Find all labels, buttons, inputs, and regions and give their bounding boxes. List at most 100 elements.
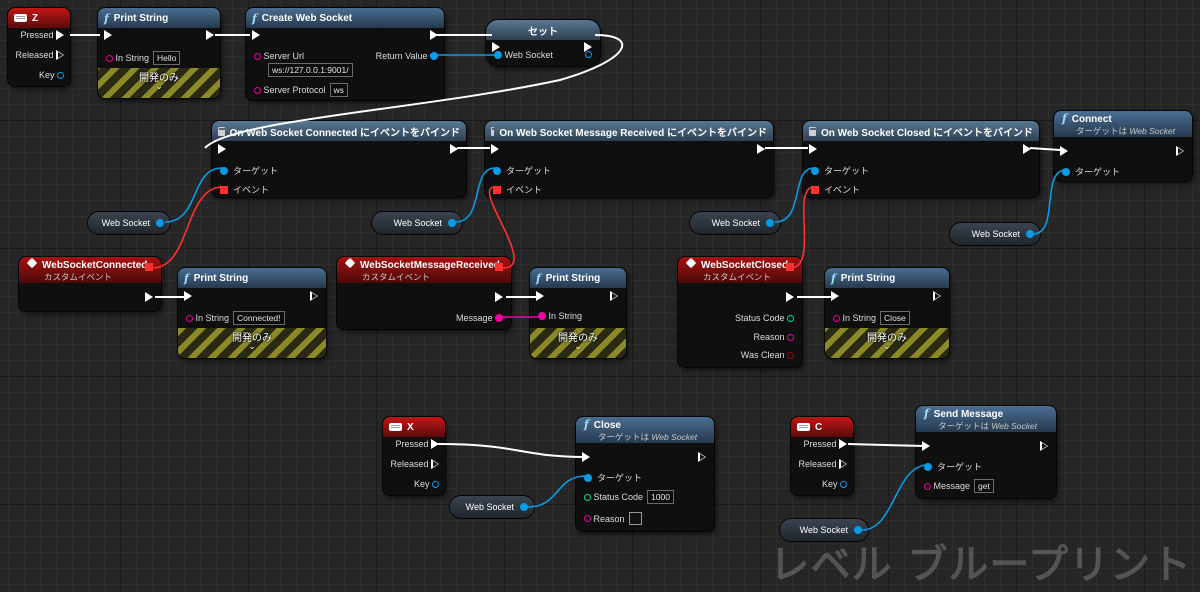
exec-in-pin[interactable] — [104, 30, 112, 40]
exec-out-pin[interactable] — [56, 50, 64, 60]
exec-in-pin[interactable] — [809, 144, 817, 154]
exec-out-pin[interactable] — [1040, 441, 1048, 451]
exec-out-pin[interactable] — [431, 439, 439, 449]
target-pin[interactable] — [493, 166, 501, 175]
exec-in-pin[interactable] — [491, 144, 499, 154]
exec-out-pin[interactable] — [145, 292, 153, 302]
bind-connected-node[interactable]: On Web Socket Connected にイベントをバインド ターゲット… — [212, 121, 466, 197]
object-in-pin[interactable] — [494, 51, 502, 59]
delegate-out-pin[interactable] — [145, 263, 153, 271]
web-socket-getter[interactable]: Web Socket — [690, 212, 780, 234]
target-pin[interactable] — [220, 166, 228, 175]
exec-in-pin[interactable] — [252, 30, 260, 40]
web-socket-getter[interactable]: Web Socket — [88, 212, 170, 234]
object-out-pin[interactable] — [156, 219, 164, 227]
string-pin[interactable] — [254, 52, 261, 60]
key-pin[interactable] — [57, 71, 64, 79]
bind-closed-node[interactable]: On Web Socket Closed にイベントをバインド ターゲット イベ… — [803, 121, 1039, 197]
server-url-field[interactable]: ws://127.0.0.1:9001/ — [268, 63, 353, 77]
exec-in-pin[interactable] — [1060, 146, 1068, 156]
object-out-pin[interactable] — [1026, 230, 1034, 238]
bool-out-pin[interactable] — [787, 351, 794, 359]
chevron-down-icon[interactable]: ⌄ — [248, 341, 256, 351]
chevron-down-icon[interactable]: ⌄ — [574, 341, 582, 351]
string-pin[interactable] — [538, 312, 546, 320]
dev-only-banner[interactable]: 開発のみ⌄ — [98, 68, 220, 98]
bind-message-node[interactable]: On Web Socket Message Received にイベントをバイン… — [485, 121, 773, 197]
exec-out-pin[interactable] — [1176, 146, 1184, 156]
exec-in-pin[interactable] — [922, 441, 930, 451]
string-pin[interactable] — [833, 314, 840, 322]
string-pin[interactable] — [106, 54, 113, 62]
exec-out-pin[interactable] — [933, 291, 941, 301]
web-socket-getter[interactable]: Web Socket — [780, 519, 868, 541]
object-out-pin[interactable] — [766, 219, 774, 227]
chevron-down-icon[interactable]: ⌄ — [155, 81, 163, 91]
string-pin[interactable] — [924, 482, 931, 490]
exec-in-pin[interactable] — [831, 291, 839, 301]
set-variable-node[interactable]: セット Web Socket — [486, 20, 600, 66]
dev-only-banner[interactable]: 開発のみ⌄ — [530, 328, 626, 358]
web-socket-getter[interactable]: Web Socket — [372, 212, 462, 234]
object-out-pin[interactable] — [585, 51, 592, 58]
web-socket-getter[interactable]: Web Socket — [950, 223, 1040, 245]
in-string-field[interactable]: Connected! — [233, 311, 285, 325]
message-field[interactable]: get — [974, 479, 994, 493]
object-out-pin[interactable] — [520, 503, 528, 511]
exec-out-pin[interactable] — [430, 30, 438, 40]
server-protocol-field[interactable]: ws — [329, 83, 348, 97]
exec-out-pin[interactable] — [786, 292, 794, 302]
target-pin[interactable] — [924, 462, 932, 471]
target-pin[interactable] — [1062, 167, 1070, 176]
key-c-node[interactable]: C Pressed Released Key — [791, 417, 853, 495]
key-x-node[interactable]: X Pressed Released Key — [383, 417, 445, 495]
dev-only-banner[interactable]: 開発のみ⌄ — [825, 328, 949, 358]
exec-out-pin[interactable] — [495, 292, 503, 302]
web-socket-getter[interactable]: Web Socket — [450, 496, 534, 518]
exec-out-pin[interactable] — [450, 144, 458, 154]
delegate-out-pin[interactable] — [495, 263, 503, 271]
exec-out-pin[interactable] — [839, 459, 847, 469]
int-pin[interactable] — [584, 493, 591, 501]
string-out-pin[interactable] — [787, 333, 794, 341]
string-out-pin[interactable] — [495, 314, 503, 322]
exec-out-pin[interactable] — [206, 30, 214, 40]
exec-out-pin[interactable] — [610, 291, 618, 301]
exec-in-pin[interactable] — [536, 291, 544, 301]
exec-in-pin[interactable] — [218, 144, 226, 154]
exec-out-pin[interactable] — [1023, 144, 1031, 154]
in-string-field[interactable]: Close — [880, 311, 910, 325]
exec-out-pin[interactable] — [757, 144, 765, 154]
status-code-field[interactable]: 1000 — [647, 490, 674, 504]
reason-field[interactable] — [628, 512, 642, 525]
exec-out-pin[interactable] — [431, 459, 439, 469]
key-z-node[interactable]: Z Pressed Released Key — [8, 8, 70, 86]
object-out-pin[interactable] — [854, 526, 862, 534]
exec-out-pin[interactable] — [698, 452, 706, 462]
string-pin[interactable] — [584, 515, 591, 522]
in-string-field[interactable]: Hello — [153, 51, 181, 65]
exec-out-pin[interactable] — [839, 439, 847, 449]
exec-out-pin[interactable] — [56, 30, 64, 40]
exec-in-pin[interactable] — [184, 291, 192, 301]
int-out-pin[interactable] — [787, 314, 794, 322]
chevron-down-icon[interactable]: ⌄ — [883, 341, 891, 351]
exec-out-pin[interactable] — [310, 291, 318, 301]
string-pin[interactable] — [254, 86, 261, 94]
object-out-pin[interactable] — [430, 52, 438, 60]
target-pin[interactable] — [811, 166, 819, 175]
delegate-pin[interactable] — [811, 185, 819, 194]
key-pin[interactable] — [432, 480, 439, 488]
key-pin[interactable] — [840, 480, 847, 488]
